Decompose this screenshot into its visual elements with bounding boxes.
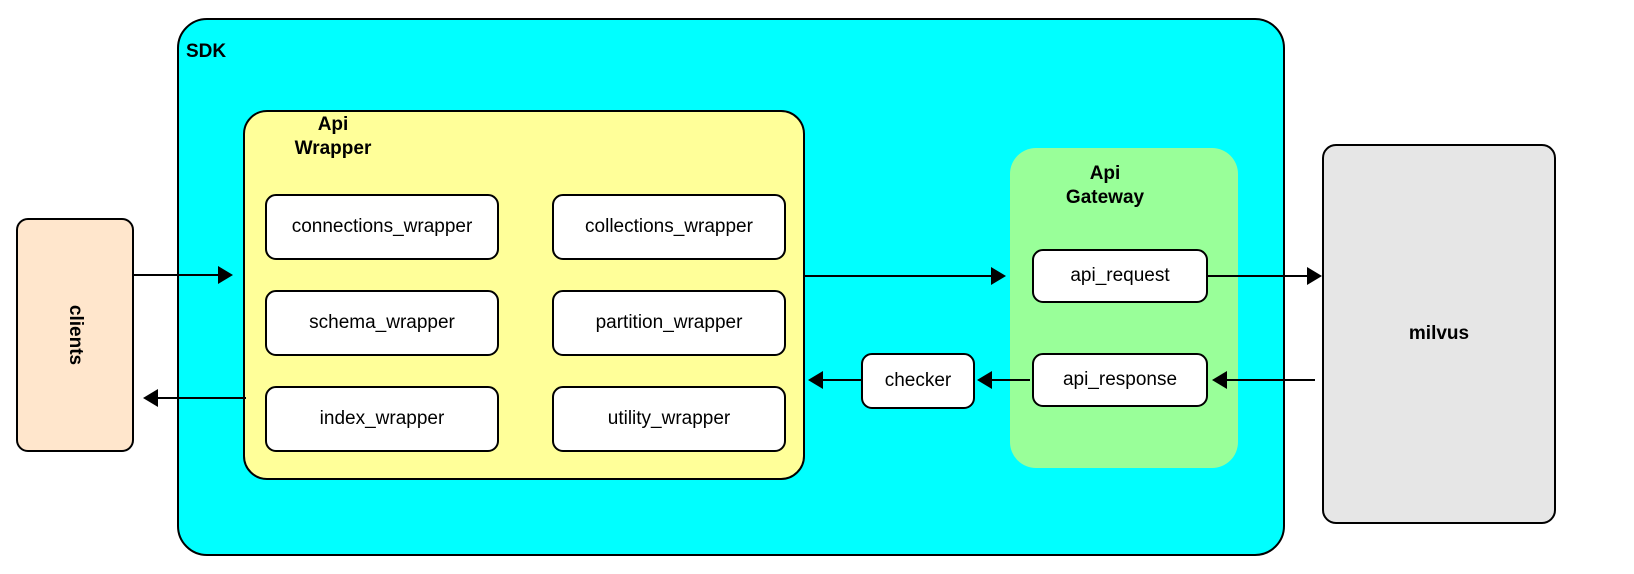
node-collections-wrapper[interactable]: collections_wrapper [552,194,786,260]
node-clients-label: clients [64,304,86,366]
node-index-wrapper[interactable]: index_wrapper [265,386,499,452]
arrowhead-checker-to-api-wrapper-icon [808,371,823,389]
arrowhead-api-wrapper-to-api-gateway-icon [991,267,1006,285]
node-api-response[interactable]: api_response [1032,353,1208,407]
edge-api-wrapper-to-api-gateway [805,275,995,277]
group-api-gateway [1010,148,1238,468]
edge-api-response-to-checker [982,379,1030,381]
node-connections-wrapper[interactable]: connections_wrapper [265,194,499,260]
group-api-gateway-label: Api Gateway [1065,163,1145,209]
arrowhead-sdk-to-clients-icon [143,389,158,407]
edge-sdk-to-clients [158,397,246,399]
arrowhead-api-request-to-milvus-icon [1307,267,1322,285]
group-api-wrapper-label: Api Wrapper [294,114,372,160]
arrowhead-milvus-to-api-response-icon [1212,371,1227,389]
edge-checker-to-api-wrapper [820,379,862,381]
node-partition-wrapper[interactable]: partition_wrapper [552,290,786,356]
node-checker[interactable]: checker [861,353,975,409]
edge-milvus-to-api-response [1219,379,1315,381]
node-clients[interactable]: clients [16,218,134,452]
node-api-request[interactable]: api_request [1032,249,1208,303]
node-milvus[interactable]: milvus [1322,144,1556,524]
arrowhead-clients-to-sdk-icon [218,266,233,284]
arrowhead-api-response-to-checker-icon [977,371,992,389]
group-sdk-label: SDK [186,41,227,62]
edge-api-request-to-milvus [1208,275,1314,277]
node-utility-wrapper[interactable]: utility_wrapper [552,386,786,452]
node-schema-wrapper[interactable]: schema_wrapper [265,290,499,356]
edge-clients-to-sdk [134,274,224,276]
